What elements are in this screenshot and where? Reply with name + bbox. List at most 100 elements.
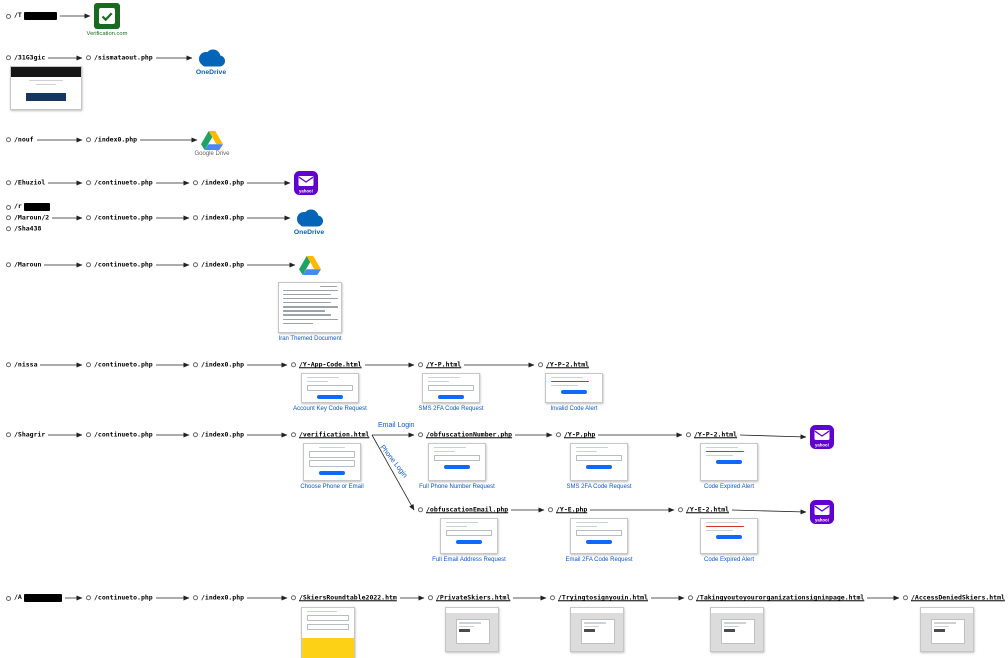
node-circle[interactable] [6, 180, 11, 186]
node-circle[interactable] [193, 362, 198, 368]
node-circle[interactable] [193, 215, 198, 221]
url-path-label: /index0.php [201, 178, 245, 187]
url-path-label[interactable]: /PrivateSkiers.html [436, 593, 511, 602]
node-circle[interactable] [86, 215, 91, 221]
node-circle[interactable] [678, 507, 683, 513]
url-path-label[interactable]: /obfuscationNumber.php [426, 430, 513, 439]
node-circle[interactable] [193, 262, 198, 268]
url-node-nouf: /nouf [6, 135, 34, 143]
url-path-label[interactable]: /verification.html [299, 430, 370, 439]
node-circle[interactable] [686, 432, 691, 438]
url-path-label: /continueto.php [94, 260, 153, 269]
node-circle[interactable] [6, 595, 11, 601]
node-circle[interactable] [6, 432, 11, 438]
thumbnail-caption: Code Expired Alert [703, 483, 755, 490]
url-path-label[interactable]: /Y-E-2.html [686, 505, 730, 514]
brand-caption: OneDrive [195, 68, 227, 76]
node-circle[interactable] [428, 595, 433, 601]
node-circle[interactable] [6, 362, 11, 368]
url-path-label: /index0.php [94, 135, 138, 144]
node-circle[interactable] [418, 507, 423, 513]
node-circle[interactable] [556, 432, 561, 438]
node-circle[interactable] [193, 432, 198, 438]
url-node-y-e-2-html: /Y-E-2.html [678, 505, 730, 514]
url-node-y-p-html: /Y-P.html [418, 360, 462, 369]
node-circle[interactable] [6, 137, 11, 143]
url-path-label[interactable]: /Y-P-2.html [694, 430, 738, 439]
node-circle[interactable] [688, 595, 693, 601]
onedrive-icon: OneDrive [196, 49, 226, 76]
node-circle[interactable] [291, 362, 296, 368]
url-path-label: /31G3gic [14, 53, 46, 62]
url-node-index0-4: /index0.php [193, 360, 244, 368]
page-thumbnail-sms-2fa-thumb-1: SMS 2FA Code Request [418, 373, 484, 412]
thumbnail-caption: SMS 2FA Code Request [418, 405, 484, 412]
url-path-label[interactable]: /Y-P.html [426, 360, 462, 369]
node-circle[interactable] [291, 595, 296, 601]
node-circle[interactable] [86, 137, 91, 143]
url-path-label[interactable]: /Y-App-Code.html [299, 360, 362, 369]
url-path-label[interactable]: /Y-E.php [556, 505, 588, 514]
node-circle[interactable] [86, 432, 91, 438]
url-path-label: /Maroun/2 [14, 213, 50, 222]
thumbnail-image [10, 66, 82, 110]
url-node-obfuscation-number: /obfuscationNumber.php [418, 430, 513, 439]
page-thumbnail-email-request-thumb: Full Email Address Request [432, 518, 506, 563]
node-circle[interactable] [6, 204, 11, 210]
thumbnail-image [301, 607, 355, 658]
node-circle[interactable] [6, 13, 11, 19]
node-circle[interactable] [6, 226, 11, 232]
node-circle[interactable] [193, 180, 198, 186]
thumbnail-image [278, 282, 342, 333]
url-path-label[interactable]: /Tryingtosignyouin.html [558, 593, 649, 602]
node-circle[interactable] [86, 180, 91, 186]
node-circle[interactable] [6, 262, 11, 268]
url-path-label: /Maroun [14, 260, 42, 269]
page-thumbnail-code-expired-thumb-1: Code Expired Alert [700, 443, 758, 490]
url-path-label[interactable]: /obfuscationEmail.php [426, 505, 509, 514]
url-node-maroun2: /Maroun/2 [6, 213, 50, 222]
node-circle[interactable] [6, 215, 11, 221]
node-circle[interactable] [550, 595, 555, 601]
url-node-continueto-2: /continueto.php [86, 213, 153, 221]
gdrive-icon: Google Drive [194, 130, 230, 158]
yahoo-icon: yahoo! [294, 171, 318, 195]
node-circle[interactable] [86, 262, 91, 268]
url-node-continueto-5: /continueto.php [86, 430, 153, 438]
url-path-label[interactable]: /AccessDeniedSkiers.html [911, 593, 1005, 602]
url-path-label: /continueto.php [94, 178, 153, 187]
node-circle[interactable] [86, 595, 91, 601]
verification-check-glyph [94, 3, 120, 29]
thumbnail-image [700, 518, 758, 554]
node-circle[interactable] [291, 432, 296, 438]
url-node-access-denied: /AccessDeniedSkiers.html [903, 593, 1005, 602]
node-circle[interactable] [548, 507, 553, 513]
node-circle[interactable] [193, 595, 198, 601]
node-circle[interactable] [6, 55, 11, 61]
url-path-label[interactable]: /Y-P-2.html [546, 360, 590, 369]
thumbnail-image [570, 518, 628, 554]
page-thumbnail-taking-thumb [710, 607, 764, 652]
url-node-nissa: /nissa [6, 360, 37, 368]
url-node-y-p-2-html-1: /Y-P-2.html [538, 360, 590, 369]
thumbnail-caption: Account Key Code Request [293, 405, 367, 412]
page-thumbnail-code-expired-thumb-2: Code Expired Alert [700, 518, 758, 563]
url-path-label[interactable]: /Takingyoutoyourorganizationsigninpage.h… [696, 593, 865, 602]
url-path-label: /T [14, 11, 22, 20]
url-path-label[interactable]: /SkiersRoundtable2022.htm [299, 593, 397, 602]
url-path-label[interactable]: /Y-P.php [564, 430, 596, 439]
node-circle[interactable] [903, 595, 908, 601]
thumbnail-image [303, 443, 361, 481]
page-thumbnail-skiers-thumb [301, 607, 355, 658]
node-circle[interactable] [538, 362, 543, 368]
url-node-g31g3gic: /31G3gic [6, 53, 46, 62]
brand-icon-text: yahoo! [815, 442, 830, 447]
node-circle[interactable] [86, 55, 91, 61]
node-circle[interactable] [86, 362, 91, 368]
node-circle[interactable] [418, 432, 423, 438]
node-circle[interactable] [418, 362, 423, 368]
page-thumbnail-banner-thumb [10, 66, 82, 110]
url-node-obfuscation-email: /obfuscationEmail.php [418, 505, 509, 514]
url-node-index0-2: /index0.php [193, 213, 244, 221]
page-thumbnail-phone-request-thumb: Full Phone Number Request [419, 443, 495, 490]
